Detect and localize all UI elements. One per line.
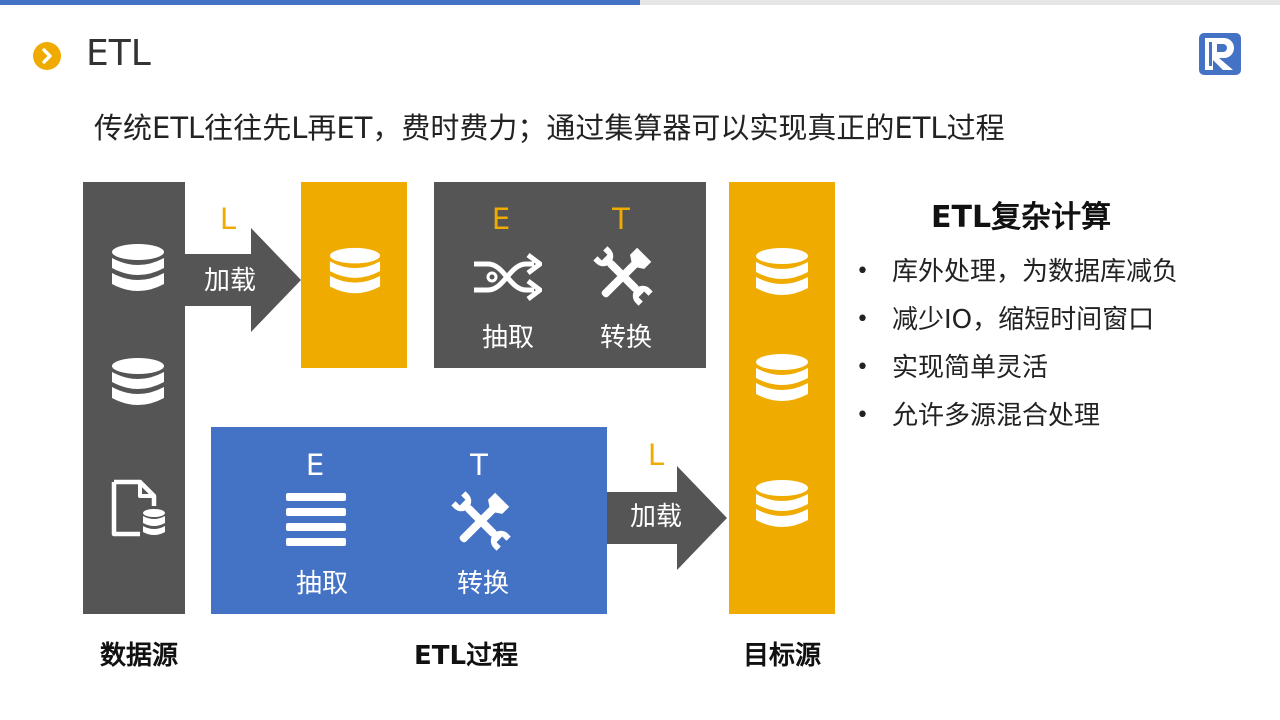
chevron-right-icon xyxy=(33,42,61,70)
list-item: 实现简单灵活 xyxy=(856,344,1178,392)
load-arrow xyxy=(607,466,727,570)
database-icon xyxy=(754,246,810,302)
database-icon xyxy=(110,356,166,412)
database-icon xyxy=(754,352,810,408)
transform-label: 转换 xyxy=(456,569,509,599)
transform-label: 转换 xyxy=(599,323,652,353)
slide-subtitle: 传统ETL往往先L再ET，费时费力；通过集算器可以实现真正的ETL过程 xyxy=(94,111,1005,145)
panel-heading: ETL复杂计算 xyxy=(931,200,1112,235)
load-label: 加载 xyxy=(629,502,682,532)
load-letter: L xyxy=(647,438,665,472)
top-bar-track xyxy=(640,0,1280,5)
caption-process: ETL过程 xyxy=(414,641,519,671)
database-icon xyxy=(110,242,166,298)
extract-letter: E xyxy=(491,202,511,236)
extract-label: 抽取 xyxy=(481,323,534,353)
caption-target: 目标源 xyxy=(743,641,822,671)
list-item: 允许多源混合处理 xyxy=(856,392,1178,440)
database-icon xyxy=(328,246,382,300)
top-bar-accent xyxy=(0,0,640,5)
list-item: 库外处理，为数据库减负 xyxy=(856,248,1178,296)
extract-letter: E xyxy=(305,448,325,482)
tools-icon xyxy=(449,489,513,553)
file-database-icon xyxy=(110,478,166,538)
extract-label: 抽取 xyxy=(295,569,348,599)
page-title: ETL xyxy=(86,33,151,74)
database-icon xyxy=(754,478,810,534)
r-logo-icon xyxy=(1199,33,1241,75)
transform-letter: T xyxy=(612,202,630,236)
shuffle-icon xyxy=(472,246,542,306)
load-arrow xyxy=(185,228,301,332)
caption-source: 数据源 xyxy=(100,641,179,671)
list-icon xyxy=(286,493,346,547)
load-letter: L xyxy=(219,202,237,236)
load-label: 加载 xyxy=(203,266,256,296)
feature-list: 库外处理，为数据库减负 减少IO，缩短时间窗口 实现简单灵活 允许多源混合处理 xyxy=(856,248,1178,440)
extract-transform-box xyxy=(434,182,706,368)
etl-process-box xyxy=(211,427,607,614)
transform-letter: T xyxy=(470,448,488,482)
tools-icon xyxy=(591,244,655,308)
list-item: 减少IO，缩短时间窗口 xyxy=(856,296,1178,344)
